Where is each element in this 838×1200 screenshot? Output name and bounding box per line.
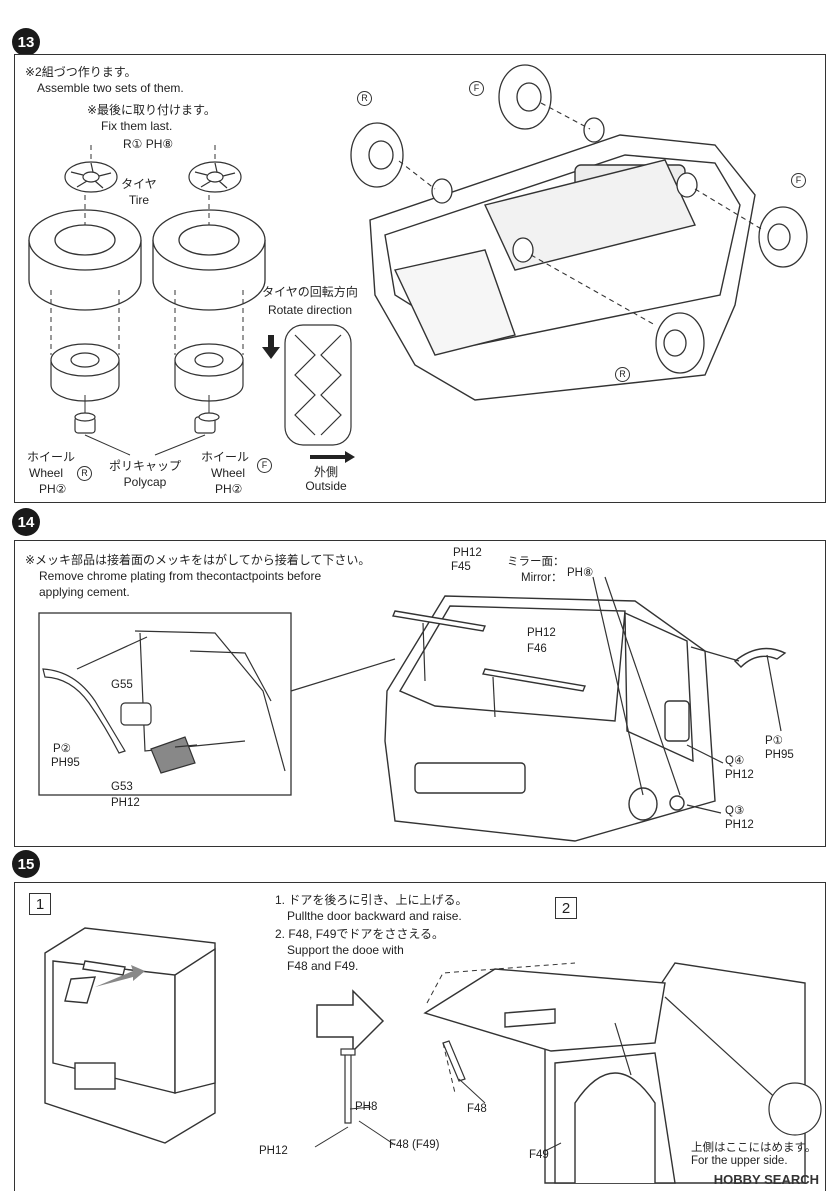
tag-r-bottom: R [615,367,630,383]
label-p1: P① [765,735,783,747]
wheel-f-tag-text: F [257,458,272,474]
step-13-number: 13 [12,28,40,56]
wheel-f-part: PH② [215,482,243,496]
step-13-drawing [28,64,808,463]
polycap-label-en: Polycap [123,475,167,489]
step-14-panel: ※メッキ部品は接着面のメッキをはがしてから接着して下さい。 Remove chr… [14,540,826,847]
wheel-f-label-en: Wheel [211,466,246,480]
step-14-number: 14 [12,508,40,536]
hobby-search-watermark: HOBBY SEARCH [713,1172,819,1187]
step-14-note-jp: ※メッキ部品は接着面のメッキをはがしてから接着して下さい。 [25,553,371,567]
rotate-direction-jp: タイヤの回転方向 [262,285,358,299]
upper-side-en: For the upper side. [691,1155,788,1167]
step-13-note-jp: ※2組づつ作ります。 [25,65,137,79]
step-15-ins2-en1: Support the dooe with [287,943,404,957]
label-g55: G55 [111,679,133,691]
step-15-ins2-en2: F48 and F49. [287,959,359,973]
wheel-r-part: PH② [39,482,67,496]
label-f48-f49: F48 (F49) [389,1139,440,1151]
label-mirror-jp: ミラー面： [507,556,565,568]
step-15-panel: 1 2 [14,882,826,1191]
sub-step-2-box: 2 [555,897,577,919]
wheel-r-label-en: Wheel [29,466,64,480]
label-ph95-right: PH95 [765,749,794,761]
rotate-direction-en: Rotate direction [267,303,353,317]
tag-f-right: F [791,173,806,189]
step-14-note-en2: applying cement. [39,585,130,599]
wheel-r-label-jp: ホイール [26,450,75,464]
label-ph95-left: PH95 [51,757,80,769]
upper-side-jp: 上側はここにはめます。 [691,1142,817,1154]
polycap-label-jp: ポリキャップ [108,459,181,473]
tag-f-top-text: F [469,81,484,97]
outside-label-jp: 外側 [313,465,338,479]
wheel-f-label-jp: ホイール [200,450,249,464]
step-15-ins2-jp: 2. F48, F49でドアをささえる。 [275,927,445,941]
label-f48: F48 [467,1103,487,1115]
step-13-note-en: Assemble two sets of them. [37,81,184,95]
step-15-drawing [44,927,822,1184]
wheel-r-tag: R [77,466,92,482]
label-ph12-top: PH12 [453,547,482,559]
step-13-panel: ※2組づつ作ります。 Assemble two sets of them. ※最… [14,54,826,503]
label-ph8: PH⑧ [567,567,594,579]
tag-r-top: R [357,91,372,107]
label-ph12-mid: PH12 [527,627,556,639]
label-f49: F49 [529,1149,549,1161]
step-13-part-top: R① PH⑧ [123,137,174,151]
label-p2: P② [53,743,71,755]
tag-f-right-text: F [791,173,806,189]
tag-r-top-text: R [357,91,372,107]
tag-f-top: F [469,81,484,97]
step-13-fix-jp: ※最後に取り付けます。 [87,103,216,117]
wheel-r-tag-text: R [77,466,92,482]
label-f46: F46 [527,643,547,655]
step-13-fix-en: Fix them last. [101,119,173,133]
step-14-note-en1: Remove chrome plating from thecontactpoi… [39,569,322,583]
step-14-drawing [38,576,787,842]
label-mirror-en: Mirror： [521,572,563,584]
label-ph12-q4: PH12 [725,769,754,781]
sub-step-1-box: 1 [29,893,51,915]
label-q3: Q③ [725,805,745,817]
step-15-ins1-jp: 1. ドアを後ろに引き、上に上げる。 [275,893,468,907]
step-15-ins1-en: Pullthe door backward and raise. [287,909,462,923]
label-ph12-q3: PH12 [725,819,754,831]
tag-r-bottom-text: R [615,367,630,383]
label-ph8-step15: PH8 [355,1101,378,1113]
label-q4: Q④ [725,755,745,767]
label-g53: G53 [111,781,133,793]
outside-label-en: Outside [305,479,347,493]
label-f45: F45 [451,561,471,573]
tire-label-en: Tire [128,193,150,207]
step-15-number: 15 [12,850,40,878]
label-ph12-left: PH12 [111,797,140,809]
tire-label-jp: タイヤ [121,177,157,191]
wheel-f-tag: F [257,458,272,474]
label-ph12-step15: PH12 [259,1145,288,1157]
